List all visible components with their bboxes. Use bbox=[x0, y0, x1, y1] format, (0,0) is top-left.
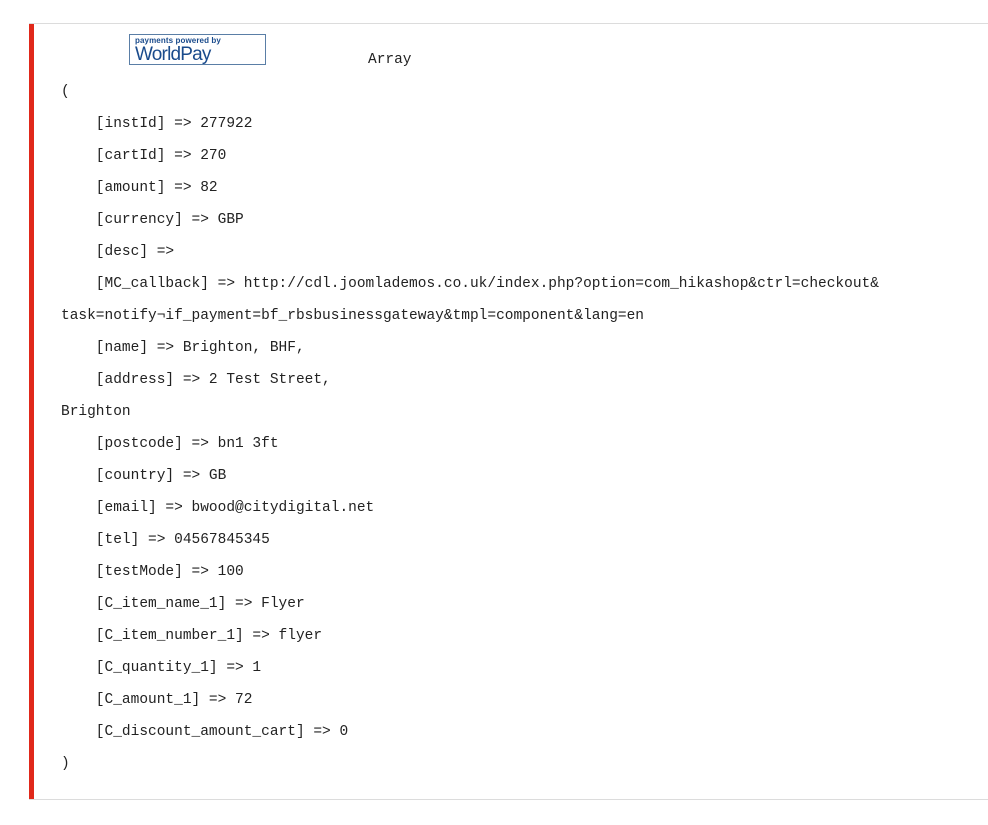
array-line: [testMode] => 100 bbox=[61, 564, 244, 580]
logo-brand: WorldPay bbox=[135, 44, 211, 65]
array-line: ) bbox=[61, 756, 70, 772]
array-line: [desc] => bbox=[61, 244, 175, 260]
array-line: Brighton bbox=[61, 404, 131, 420]
array-line: [amount] => 82 bbox=[61, 180, 218, 196]
array-line: [C_item_name_1] => Flyer bbox=[61, 596, 305, 612]
array-line: [MC_callback] => http://cdl.joomlademos.… bbox=[61, 276, 879, 292]
logo-tagline: payments powered by bbox=[135, 36, 221, 45]
debug-output-panel: payments powered by WorldPay Array ( [in… bbox=[29, 23, 988, 800]
accent-bar bbox=[29, 24, 34, 799]
array-line: [C_quantity_1] => 1 bbox=[61, 660, 262, 676]
array-line: [postcode] => bn1 3ft bbox=[61, 436, 279, 452]
array-dump: ( [instId] => 277922 [cartId] => 270 [am… bbox=[61, 83, 879, 787]
array-title: Array bbox=[368, 52, 412, 68]
array-line: [email] => bwood@citydigital.net bbox=[61, 500, 375, 516]
array-line: [country] => GB bbox=[61, 468, 227, 484]
array-line: [address] => 2 Test Street, bbox=[61, 372, 331, 388]
array-line: [C_amount_1] => 72 bbox=[61, 692, 253, 708]
array-line: task=notify¬if_payment=bf_rbsbusinessgat… bbox=[61, 308, 644, 324]
worldpay-logo: payments powered by WorldPay bbox=[129, 34, 266, 65]
array-line: [currency] => GBP bbox=[61, 212, 244, 228]
array-line: [C_item_number_1] => flyer bbox=[61, 628, 323, 644]
array-line: [instId] => 277922 bbox=[61, 116, 253, 132]
array-line: ( bbox=[61, 84, 70, 100]
array-line: [name] => Brighton, BHF, bbox=[61, 340, 305, 356]
array-line: [cartId] => 270 bbox=[61, 148, 227, 164]
array-line: [tel] => 04567845345 bbox=[61, 532, 270, 548]
array-line: [C_discount_amount_cart] => 0 bbox=[61, 724, 349, 740]
